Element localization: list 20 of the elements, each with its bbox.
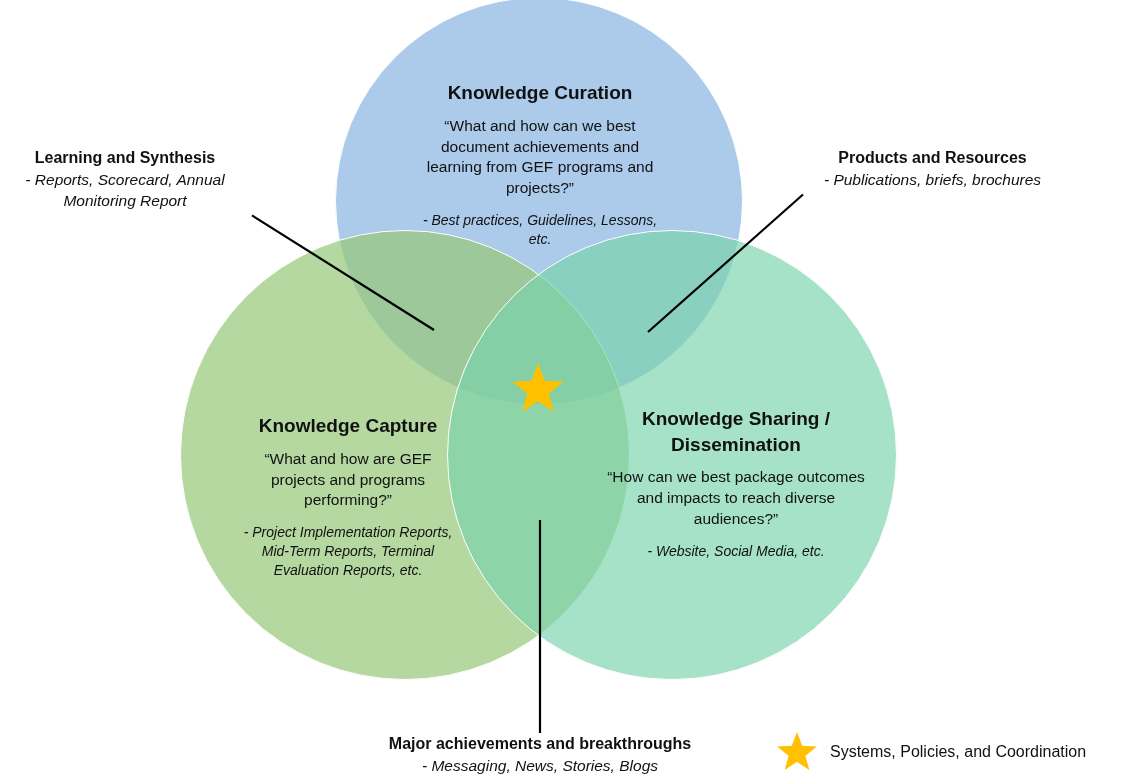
heading: Knowledge Sharing / Dissemination xyxy=(641,407,831,457)
guiding-question: “How can we best package outcomes and impacts to reach diverse audiences?” xyxy=(606,467,866,530)
star-icon xyxy=(511,361,565,415)
example-list: - Best practices, Guidelines, Lessons, etc. xyxy=(412,211,668,250)
heading: Knowledge Capture xyxy=(257,414,439,438)
example-list: - Publications, briefs, brochures xyxy=(815,169,1050,191)
example-list: - Reports, Scorecard, Annual Monitoring Report xyxy=(0,169,250,212)
heading: Learning and Synthesis xyxy=(33,148,217,168)
leader-line xyxy=(538,520,542,733)
example-list: - Messaging, News, Stories, Blogs xyxy=(355,755,725,777)
heading: Products and Resources xyxy=(837,148,1028,168)
guiding-question: “What and how can we best document achievements and learning from GEF programs and projects?” xyxy=(425,115,655,199)
guiding-question: “What and how are GEF projects and programs performing?” xyxy=(263,448,433,511)
leader-line xyxy=(251,214,435,331)
heading: Knowledge Curation xyxy=(446,81,634,105)
example-list: - Project Implementation Reports, Mid-Term Reports, Terminal Evaluation Reports, etc. xyxy=(243,523,453,581)
example-list: - Website, Social Media, etc. xyxy=(606,542,866,561)
heading: Major achievements and breakthroughs xyxy=(387,734,693,754)
legend-label: Systems, Policies, and Coordination xyxy=(830,743,1087,761)
leader-line xyxy=(647,193,804,333)
